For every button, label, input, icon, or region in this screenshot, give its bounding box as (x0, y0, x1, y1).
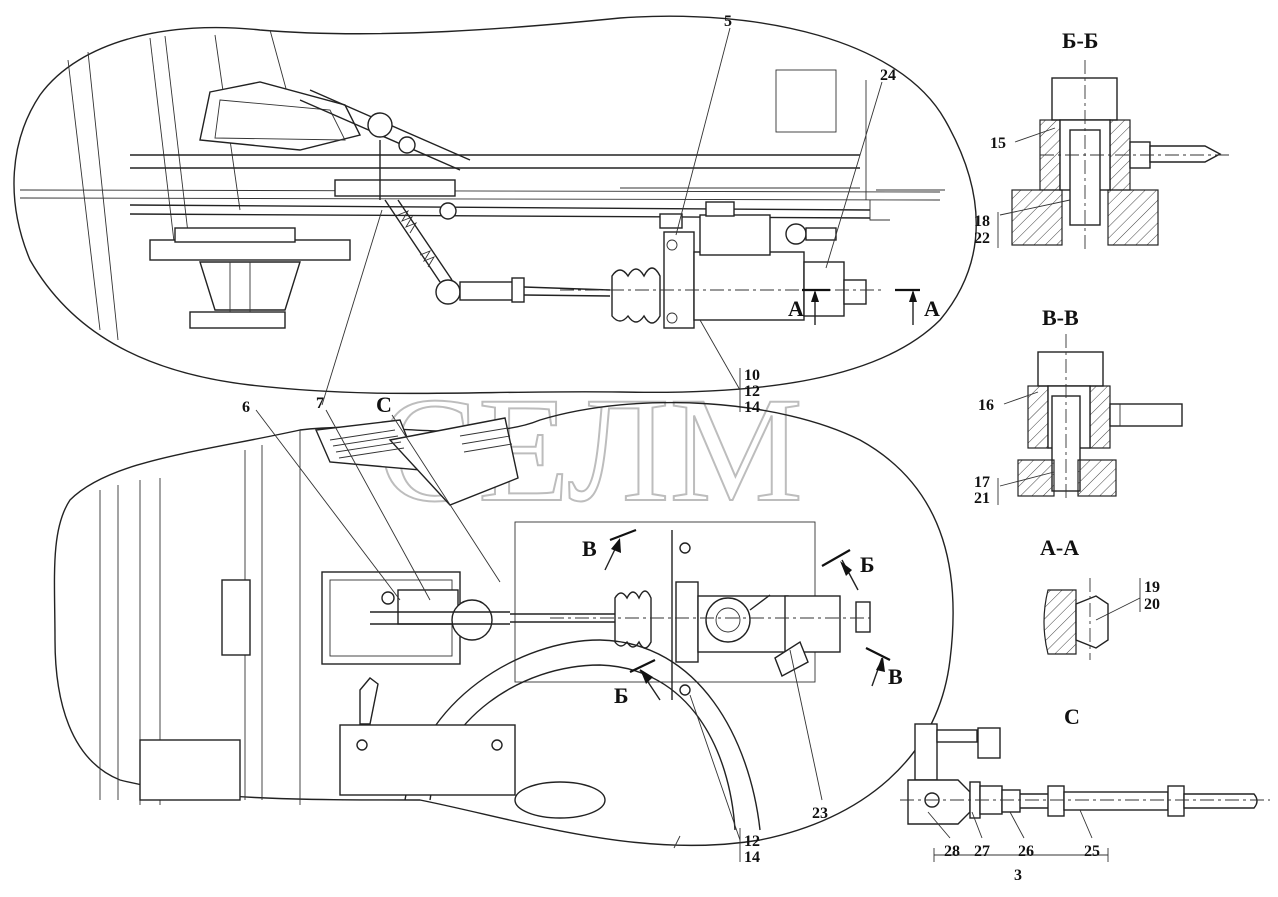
callout-14-bottom: 14 (744, 849, 760, 866)
callout-12-top: 12 (744, 383, 760, 400)
bottom-master-cylinder (510, 521, 871, 700)
master-cylinder (459, 201, 885, 329)
view-mark-a-left: А (788, 296, 804, 321)
section-b-v-marks (604, 528, 891, 701)
callout-27: 27 (974, 843, 990, 860)
view-mark-c: С (376, 392, 392, 417)
section-a-marks (802, 288, 920, 325)
cross-beam (19, 154, 941, 219)
top-view (13, 15, 977, 412)
view-c (900, 723, 1270, 862)
steering-arc (339, 639, 761, 831)
pedal-ribs (329, 427, 513, 459)
callout-14-top: 14 (744, 399, 760, 416)
view-mark-v-top: В (582, 536, 597, 561)
release-lever (299, 89, 471, 305)
callout-25: 25 (1084, 843, 1100, 860)
callout-19: 19 (1144, 579, 1160, 596)
callout-15: 15 (990, 135, 1006, 152)
labels: Б-Б В-В А-А С А А Б Б В В С 5 24 10 12 1… (242, 13, 1160, 884)
callout-10: 10 (744, 367, 760, 384)
view-title-c: С (1064, 704, 1080, 729)
bottom-view (53, 401, 954, 862)
callout-28: 28 (944, 843, 960, 860)
section-title-aa: А-А (1040, 535, 1079, 560)
pedal-box (149, 81, 362, 329)
view-mark-b-bottom: Б (614, 683, 629, 708)
bottom-rails (99, 430, 301, 805)
section-aa (1043, 578, 1141, 660)
callout-23: 23 (812, 805, 828, 822)
section-bb (997, 60, 1230, 250)
right-bracket (775, 69, 945, 221)
callout-5: 5 (724, 13, 732, 30)
callout-6: 6 (242, 399, 250, 416)
callout-16: 16 (978, 397, 994, 414)
top-leaders (321, 27, 883, 412)
section-vv (997, 334, 1183, 505)
view-mark-a-right: А (924, 296, 940, 321)
callout-12-bottom: 12 (744, 833, 760, 850)
callout-7: 7 (316, 395, 324, 412)
top-view-outline (13, 15, 977, 395)
pedal-pad (314, 417, 519, 506)
callout-17: 17 (974, 474, 990, 491)
callout-26: 26 (1018, 843, 1034, 860)
section-title-bb: Б-Б (1062, 28, 1098, 53)
pedal-bracket (321, 571, 510, 665)
section-title-vv: В-В (1042, 305, 1079, 330)
bottom-leaders (255, 409, 823, 862)
callout-20: 20 (1144, 596, 1160, 613)
view-mark-v-bottom: В (888, 664, 903, 689)
callout-3: 3 (1014, 867, 1022, 884)
callout-22: 22 (974, 230, 990, 247)
view-mark-b-top: Б (860, 552, 875, 577)
callout-21: 21 (974, 490, 990, 507)
callout-18: 18 (974, 213, 990, 230)
callout-24: 24 (880, 67, 896, 84)
